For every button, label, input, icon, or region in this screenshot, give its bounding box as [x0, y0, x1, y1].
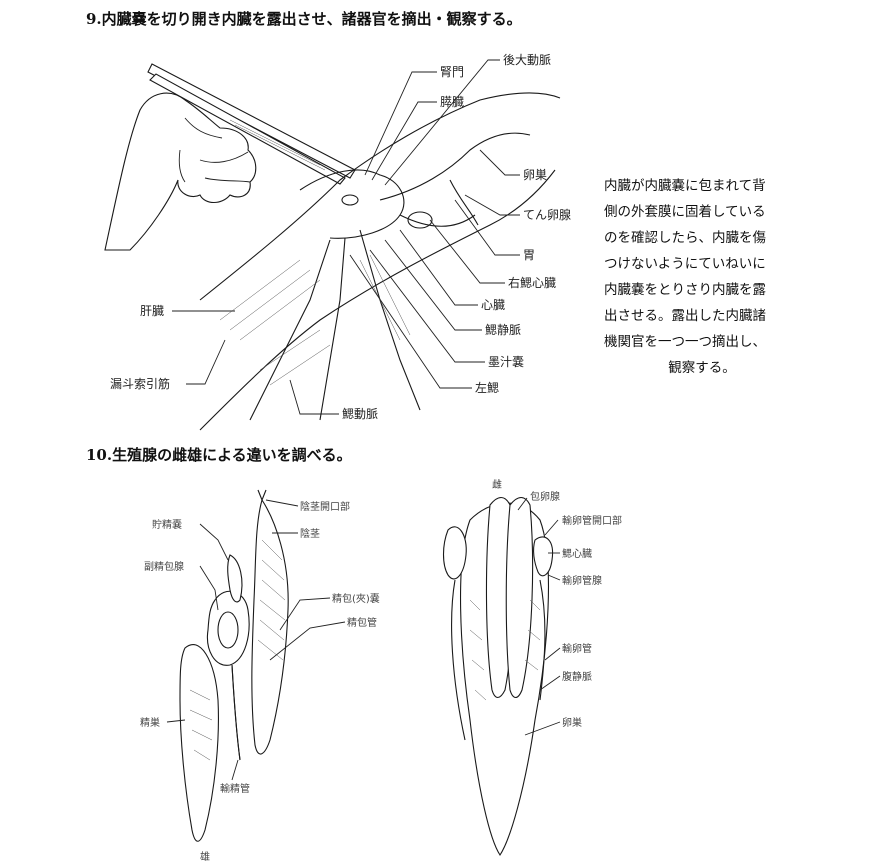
hand-drawing [104, 92, 257, 251]
note-line: 観察する。 [668, 360, 736, 376]
explanation-note: 内臓が内臓嚢に包まれて背 側の外套膜に固着している のを確認したら、内臓を傷 つ… [604, 173, 800, 381]
squid-body-drawing [199, 92, 561, 431]
label-oviduct-opening: 輸卵管開口部 [562, 514, 622, 527]
male-organs-drawing [179, 489, 289, 842]
note-line: 内臓が内臓嚢に包まれて背 [604, 178, 766, 194]
dissection-figure: 腎門 膵臓 後大動脈 卵巣 てん卵腺 胃 右鰓心臓 心臓 鰓静脈 墨汁嚢 左鰓 … [104, 53, 571, 431]
label-leaders-female [517, 497, 561, 736]
section10-heading: 10.生殖腺の雌雄による違いを調べる。 [86, 446, 352, 464]
label-nidamental-gland-female: 包卵腺 [530, 490, 560, 503]
label-penis: 陰茎 [300, 527, 320, 540]
section9-heading: 9.内臓嚢を切り開き内臓を露出させ、諸器官を摘出・観察する。 [86, 10, 522, 28]
note-line: 側の外套膜に固着している [604, 204, 766, 220]
label-branchial-artery: 鰓動脈 [342, 407, 378, 421]
label-oviduct: 輸卵管 [562, 642, 592, 655]
note-line: のを確認したら、内臓を傷 [604, 230, 766, 246]
note-line: 内臓嚢をとりさり内臓を露 [604, 282, 766, 298]
note-line: つけないようにていねいに [604, 256, 766, 272]
label-left-gill: 左鰓 [475, 380, 499, 395]
label-vas-deferens: 輸精管 [220, 782, 250, 795]
label-accessory-gland: 副精包腺 [144, 560, 184, 573]
label-posterior-aorta: 後大動脈 [503, 53, 551, 67]
label-testis: 精巣 [140, 716, 160, 729]
label-branchial-vein: 鰓静脈 [485, 323, 521, 337]
forceps-drawing [147, 63, 356, 185]
label-seminal-vesicle: 貯精嚢 [152, 518, 182, 531]
note-line: 機関官を一つ一つ摘出し、 [604, 334, 766, 350]
label-leaders-male [166, 499, 346, 781]
label-heart: 心臓 [481, 298, 505, 312]
label-oviducal-gland: 輸卵管腺 [562, 574, 602, 587]
male-caption: 雄 [200, 850, 210, 863]
label-penis-opening: 陰茎開口部 [300, 500, 350, 513]
label-pancreas: 膵臓 [440, 95, 464, 109]
label-branchial-heart: 右鰓心臓 [508, 275, 556, 290]
label-stomach: 胃 [523, 248, 535, 262]
label-nidamental-gland: てん卵腺 [523, 208, 571, 222]
label-spermatophore-sac: 精包(夾)嚢 [332, 592, 380, 605]
male-gonad-figure: 貯精嚢 副精包腺 精巣 輸精管 陰茎開口部 陰茎 精包(夾)嚢 精包管 雄 [140, 489, 380, 863]
female-gonad-figure: 雌 包卵腺 輸卵管開口部 鰓心臓 輸卵管腺 輸卵管 腹静脈 卵巣 [442, 478, 622, 856]
label-ovary: 卵巣 [523, 168, 547, 182]
label-ovary-female: 卵巣 [562, 716, 582, 729]
label-funnel-retractor: 漏斗索引筋 [110, 376, 170, 391]
label-branchial-heart-female: 鰓心臓 [562, 548, 592, 560]
label-ventral-vein: 腹静脈 [562, 670, 592, 683]
label-liver: 肝臓 [140, 304, 164, 318]
note-line: 出させる。露出した内臓諸 [604, 308, 766, 324]
female-caption: 雌 [492, 478, 502, 491]
label-kidney-pore: 腎門 [440, 65, 464, 79]
female-organs-drawing [442, 496, 554, 856]
label-spermatophore-duct: 精包管 [347, 616, 377, 629]
label-leaders-9 [172, 59, 520, 415]
label-ink-sac: 墨汁嚢 [488, 354, 524, 369]
